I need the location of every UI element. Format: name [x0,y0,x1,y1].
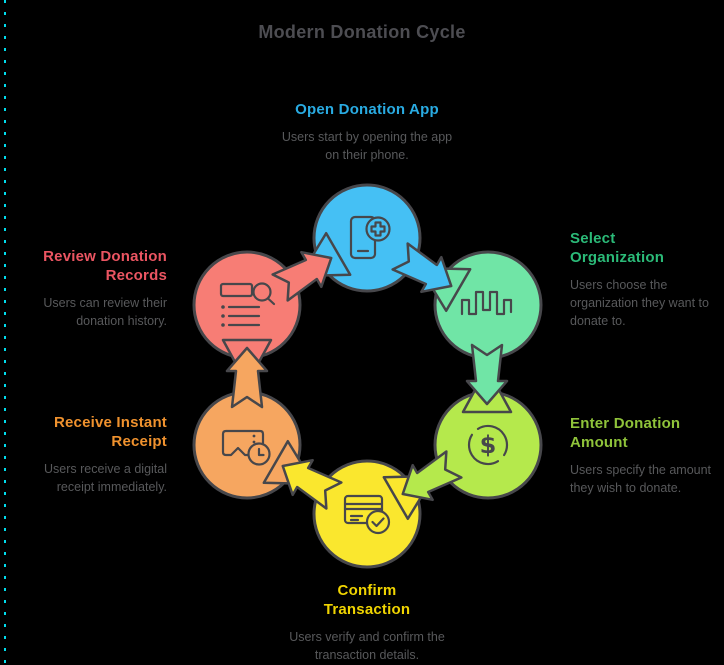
step-description: Users receive a digital receipt immediat… [44,462,167,494]
list-search-icon [219,282,276,327]
step-description: Users choose the organization they want … [570,278,709,328]
step-label-review-records: Review Donation Records Users can review… [15,247,167,330]
step-label-enter-amount: Enter Donation Amount Users specify the … [570,414,722,497]
step-description: Users start by opening the app on their … [281,130,453,162]
svg-text:$: $ [480,431,497,459]
step-icons: $ [219,215,513,535]
step-label-receipt: Receive Instant Receipt Users receive a … [15,413,167,496]
page-title: Modern Donation Cycle [258,22,466,42]
step-title: Open Donation App [295,101,439,118]
step-description: Users can review their donation history. [43,296,167,328]
waveform-icon [460,290,513,316]
step-label-confirm: Confirm Transaction Users verify and con… [282,581,452,664]
step-description: Users verify and confirm the transaction… [289,630,445,662]
step-label-select-org: Select Organization Users choose the org… [570,229,722,330]
step-title: Review Donation Records [43,248,167,284]
step-label-open-app: Open Donation App Users start by opening… [276,100,458,164]
step-title: Receive Instant Receipt [53,414,167,450]
left-edge-dashed-line [4,0,6,665]
smartphone-plus-icon [349,215,391,260]
step-description: Users specify the amount they wish to do… [570,463,712,495]
step-title: Select Organization [570,230,665,266]
credit-card-check-icon [343,494,391,535]
ticket-clock-icon [221,429,271,466]
step-title: Confirm Transaction [323,582,411,618]
dollar-circle-icon: $ [467,424,509,466]
step-title: Enter Donation Amount [570,415,681,451]
